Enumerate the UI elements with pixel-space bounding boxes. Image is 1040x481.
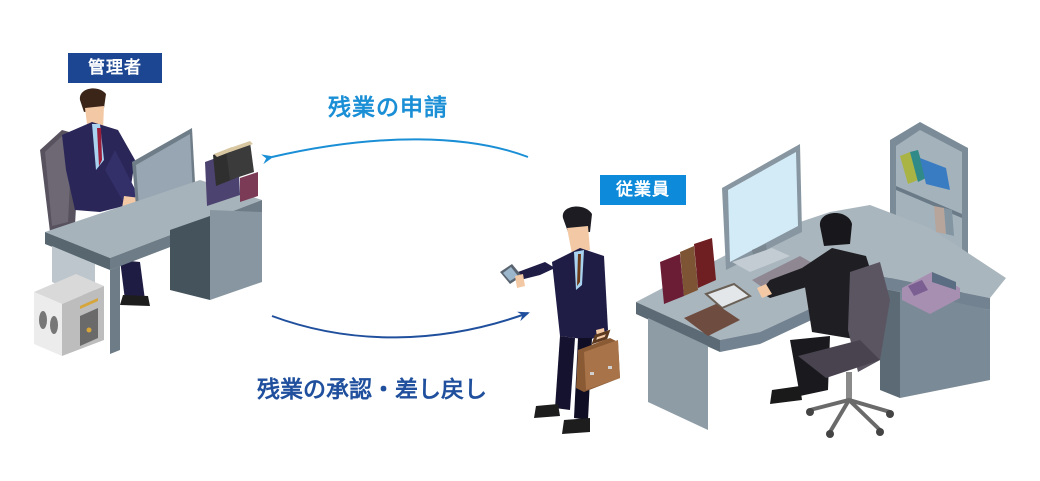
manager-scene <box>34 88 262 356</box>
request-arrow <box>261 138 529 165</box>
manager-badge: 管理者 <box>68 53 162 83</box>
approval-arrow <box>271 311 530 339</box>
standing-employee-icon <box>500 206 608 434</box>
desk-phone-icon <box>902 272 960 314</box>
approval-label: 残業の承認・差し戻し <box>257 377 487 403</box>
briefcase-icon <box>576 329 620 392</box>
notebook-icon <box>684 304 740 336</box>
books-icon <box>660 238 716 304</box>
tablet-icon <box>704 282 752 310</box>
binders-icon <box>205 141 258 206</box>
request-label: 残業の申請 <box>328 95 448 121</box>
employee-monitor-icon <box>722 144 802 272</box>
safe-icon <box>34 274 104 356</box>
employee-scene <box>636 122 1006 438</box>
employee-chair-icon <box>798 262 894 438</box>
keyboard-icon <box>752 256 814 290</box>
employee-badge: 従業員 <box>600 175 686 205</box>
